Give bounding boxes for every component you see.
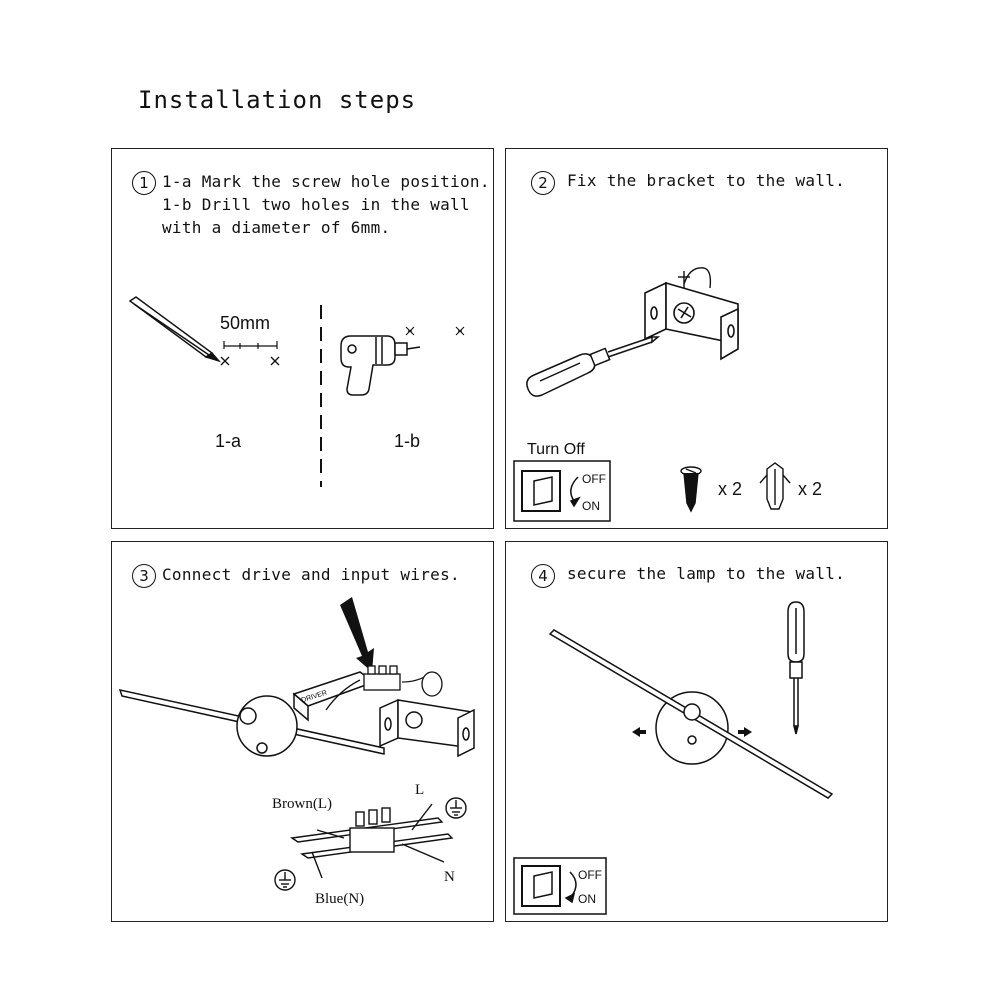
step-2-text: Fix the bracket to the wall. xyxy=(567,171,846,190)
distance-label: 50mm xyxy=(220,313,271,333)
step-4-number: 4 xyxy=(531,564,555,588)
lamp-bar-icon xyxy=(118,688,385,757)
page-title: Installation steps xyxy=(138,86,417,114)
step-1-number: 1 xyxy=(132,171,156,195)
step-1-panel: 1 1-a Mark the screw hole position. 1-b … xyxy=(111,148,494,529)
wall-anchor-icon xyxy=(759,462,791,510)
bracket-icon xyxy=(644,281,739,361)
dimension-marker xyxy=(223,341,278,349)
wire-brown-label: Brown(L) xyxy=(272,796,332,812)
switch-off-label: OFF xyxy=(578,868,602,882)
pointer-arrow-icon xyxy=(340,597,374,672)
wall-switch-icon xyxy=(513,857,607,915)
arrow-left-icon xyxy=(632,727,646,737)
arrow-right-icon xyxy=(738,727,752,737)
label-1a: 1-a xyxy=(215,431,242,451)
drilled-hole-icon xyxy=(405,326,465,336)
step-2-illustration xyxy=(513,267,791,522)
step-1-line-2: 1-b Drill two holes in the wall xyxy=(162,195,470,214)
step-4-illustration xyxy=(513,601,834,915)
switch-off-label: OFF xyxy=(582,472,606,486)
screwdriver-icon xyxy=(526,336,661,397)
screw-icon xyxy=(680,466,702,513)
step-1-illustration xyxy=(128,296,465,487)
switch-on-label: ON xyxy=(578,892,596,906)
wall-plug-icon xyxy=(678,267,712,289)
hole-mark-icon xyxy=(220,356,280,366)
wiring-detail-icon xyxy=(290,803,454,879)
bracket-icon xyxy=(379,698,475,758)
switch-caption: Turn Off xyxy=(527,441,585,458)
step-1-line-1: 1-a Mark the screw hole position. xyxy=(162,172,490,191)
screw-quantity: x 2 xyxy=(718,479,743,499)
step-2-panel: 2 Fix the bracket to the wall. xyxy=(505,148,888,529)
step-3-illustration: DRIVER xyxy=(118,597,475,891)
step-4-text: secure the lamp to the wall. xyxy=(567,564,846,583)
step-3-panel: 3 Connect drive and input wires. DRIVER xyxy=(111,541,494,922)
label-1b: 1-b xyxy=(394,431,421,451)
pencil-icon xyxy=(128,296,222,363)
terminal-block-icon xyxy=(325,665,443,711)
wire-n-label: N xyxy=(444,869,455,885)
step-3-number: 3 xyxy=(132,564,156,588)
earth-symbol-icon xyxy=(274,797,467,891)
drill-icon xyxy=(340,335,421,396)
wire-blue-label: Blue(N) xyxy=(315,891,365,907)
anchor-quantity: x 2 xyxy=(798,479,823,499)
step-1-line-3: with a diameter of 6mm. xyxy=(162,218,391,237)
lamp-bar-icon xyxy=(548,629,834,799)
screwdriver-icon xyxy=(787,601,805,735)
step-4-panel: 4 secure the lamp to the wall. xyxy=(505,541,888,922)
switch-on-label: ON xyxy=(582,499,600,513)
step-3-text: Connect drive and input wires. xyxy=(162,565,460,584)
step-2-number: 2 xyxy=(531,171,555,195)
wire-l-label: L xyxy=(415,782,425,798)
wall-switch-icon xyxy=(513,460,611,522)
